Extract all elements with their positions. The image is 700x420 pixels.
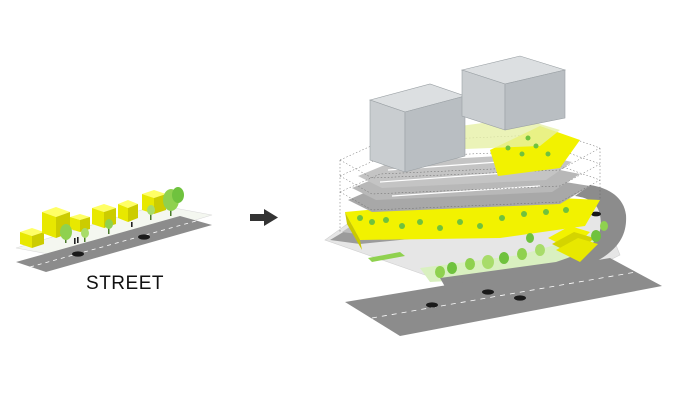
terrace-plants [505,135,551,157]
tree-icon [147,205,155,220]
tree-icon [172,187,184,203]
plaza-trees [435,221,608,278]
street-scene [15,187,213,272]
glass-tower [368,83,467,173]
tree-icon [447,262,457,274]
tree-icon [526,233,534,243]
house-block [70,214,90,232]
tree-icon [435,266,445,278]
car-icon [426,302,438,308]
green-edge-strip [368,252,405,262]
house-block [142,190,166,214]
street-caption: STREET [86,273,164,294]
amphitheatre-steps [548,226,598,262]
house-block [20,228,44,248]
glass-tower [460,55,567,131]
podium-plants [357,207,569,231]
person-icon [74,238,76,244]
car-icon [591,211,601,217]
house-block [92,204,116,228]
tree-icon [60,224,72,243]
car-icon [138,234,150,240]
tree-icon [499,252,509,264]
tree-icon [600,221,608,231]
tree-icon [591,230,601,242]
wireframe-grid [339,133,601,232]
person-icon [131,222,133,227]
right-arrow-icon [250,209,278,226]
car-icon [514,295,526,301]
podium-green-facade-shade [345,212,362,250]
person-icon [77,237,79,243]
tree-icon [517,248,527,260]
house-block [118,200,138,222]
car-icon [482,289,494,295]
tree-icon [535,244,545,256]
main-road-lane-mark [371,271,637,319]
tree-icon [105,219,113,234]
tree-icon [81,228,89,242]
tree-icon [465,258,475,270]
upper-terrace [490,126,580,176]
tree-icon [482,255,494,269]
car-icon [72,251,84,257]
main-road [345,258,662,336]
development-scene [324,55,662,336]
